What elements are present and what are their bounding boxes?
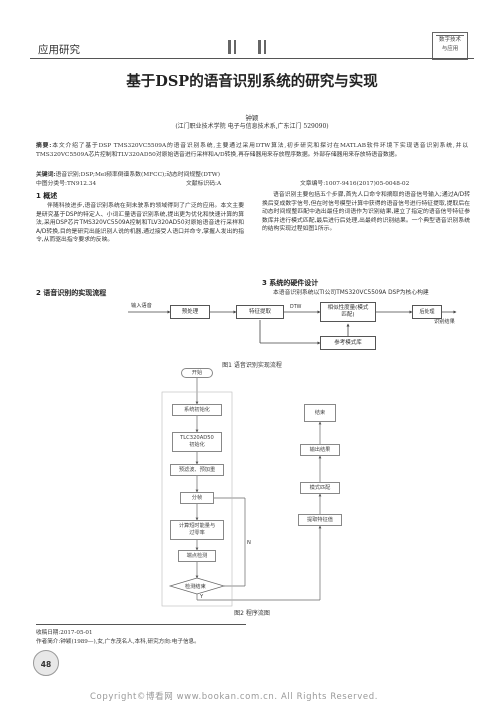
article-number: 文章编号:1007-9416(2017)05-0048-02 xyxy=(300,181,410,187)
fig1-preprocess-box: 预处理 xyxy=(170,305,210,319)
header-section-label: 应用研究 xyxy=(38,44,80,56)
page-number: 48 xyxy=(40,660,52,669)
keywords-label: 关键词: xyxy=(36,172,56,178)
fc-detect-end: 检测结束 xyxy=(185,584,206,590)
fig1-similarity-box: 相似性度量(模式匹配) xyxy=(320,302,376,322)
abstract: 摘要:本文介绍了基于DSP TMS320VC5509A的语音识别系统,主要通过采… xyxy=(36,142,468,159)
section-3-heading: 3 系统的硬件设计 xyxy=(262,279,319,287)
fig1-postprocess-box: 后处理 xyxy=(412,305,442,319)
fc-prefilter: 预滤波、预加重 xyxy=(170,464,224,476)
fc-yes-label: Y xyxy=(200,594,204,600)
header-rule xyxy=(30,58,474,59)
fig1-input-label: 输入语音 xyxy=(131,303,152,309)
fig1-feature-box: 特征提取 xyxy=(236,305,284,319)
fc-end: 结束 xyxy=(304,404,336,422)
fig1-output-label: 识别结果 xyxy=(434,319,455,325)
page-number-badge: 48 xyxy=(33,650,59,676)
abstract-text: 本文介绍了基于DSP TMS320VC5509A的语音识别系统,主要通过采用DT… xyxy=(36,143,468,158)
hardware-paragraph: 本语音识别系统以TI公司TMS320VC5509A DSP为核心构建 xyxy=(273,290,429,296)
fc-start: 开始 xyxy=(181,368,213,378)
copyright-watermark: Copyright©博看网 www.bookan.com.cn. All Rig… xyxy=(90,692,379,702)
paper-title: 基于DSP的语音识别系统的研究与实现 xyxy=(126,73,378,90)
footnote-rule xyxy=(36,624,246,625)
footnote-received: 收稿日期:2017-05-01 xyxy=(36,630,93,636)
fig1-dtw-label: DTW xyxy=(290,305,302,310)
overview-paragraph: 伴随科技进步,语音识别系统在刻未驶系的领域得到了广泛的应用。本文主要是研究基于D… xyxy=(36,203,244,244)
journal-logo-line1: 数字技术 xyxy=(438,37,461,43)
document-code: 文献标识码:A xyxy=(186,181,222,187)
fc-tlc-init: TLC320AD50初始化 xyxy=(172,432,222,452)
section-1-heading: 1 概述 xyxy=(36,192,58,200)
footnote-author-bio: 作者简介:钟颖(1989—),女,广东茂名人,本科,研究方向:电子信息。 xyxy=(36,639,200,645)
fig1-reference-box: 参考模式库 xyxy=(320,336,376,350)
fc-endpoint: 端点检测 xyxy=(178,550,216,562)
fc-framing: 分帧 xyxy=(180,492,214,504)
fc-feature: 提取特征值 xyxy=(298,514,342,526)
abstract-label: 摘要: xyxy=(36,143,52,149)
process-paragraph: 语音识别主要包括五个步骤,首先人口命令和摘取的语音信号输入;通过A/D转换后变成… xyxy=(262,192,470,233)
fc-output: 输出结果 xyxy=(300,444,340,456)
fc-short-time: 计算短时能量与过零率 xyxy=(170,520,224,540)
journal-logo-line2: 与应用 xyxy=(441,46,459,52)
fc-no-label: N xyxy=(247,540,251,546)
journal-logo: 数字技术 与应用 xyxy=(432,32,468,60)
author-name: 钟颖 xyxy=(245,114,259,122)
fig1-caption: 图1 语音识别实现流程 xyxy=(222,362,282,369)
fc-pattern: 模式匹配 xyxy=(300,482,340,494)
header-bars xyxy=(228,40,276,54)
clc-number: 中图分类号:TN912.34 xyxy=(36,181,97,187)
section-2-heading: 2 语音识别的实现流程 xyxy=(36,289,107,297)
affiliation: (江门职业技术学院 电子与信息技术系,广东江门 529090) xyxy=(175,123,329,130)
keywords: 关键词:语音识别;DSP;Mel频率倒谱系数(MFCC);动态时间规整(DTW) xyxy=(36,169,468,178)
fc-system-init: 系统初始化 xyxy=(172,404,222,416)
fig2-caption: 图2 程序流图 xyxy=(234,610,270,617)
keywords-text: 语音识别;DSP;Mel频率倒谱系数(MFCC);动态时间规整(DTW) xyxy=(55,172,221,178)
